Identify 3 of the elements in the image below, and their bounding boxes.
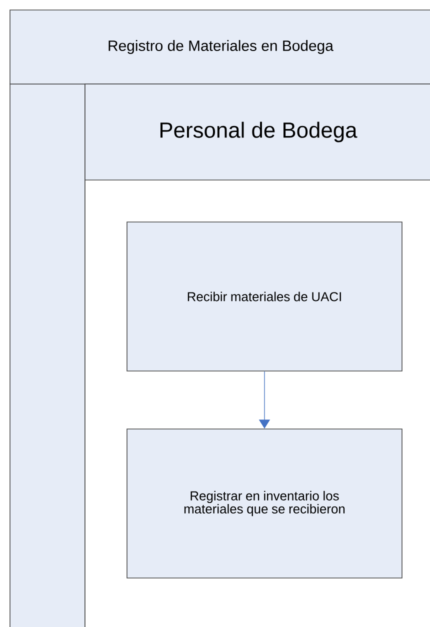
node-label: Registro de Materiales en Bodega xyxy=(108,40,334,54)
process-box: Recibir materiales de UACI xyxy=(126,222,402,372)
process-box: Registrar en inventario los materiales que se recibieron xyxy=(126,428,402,578)
